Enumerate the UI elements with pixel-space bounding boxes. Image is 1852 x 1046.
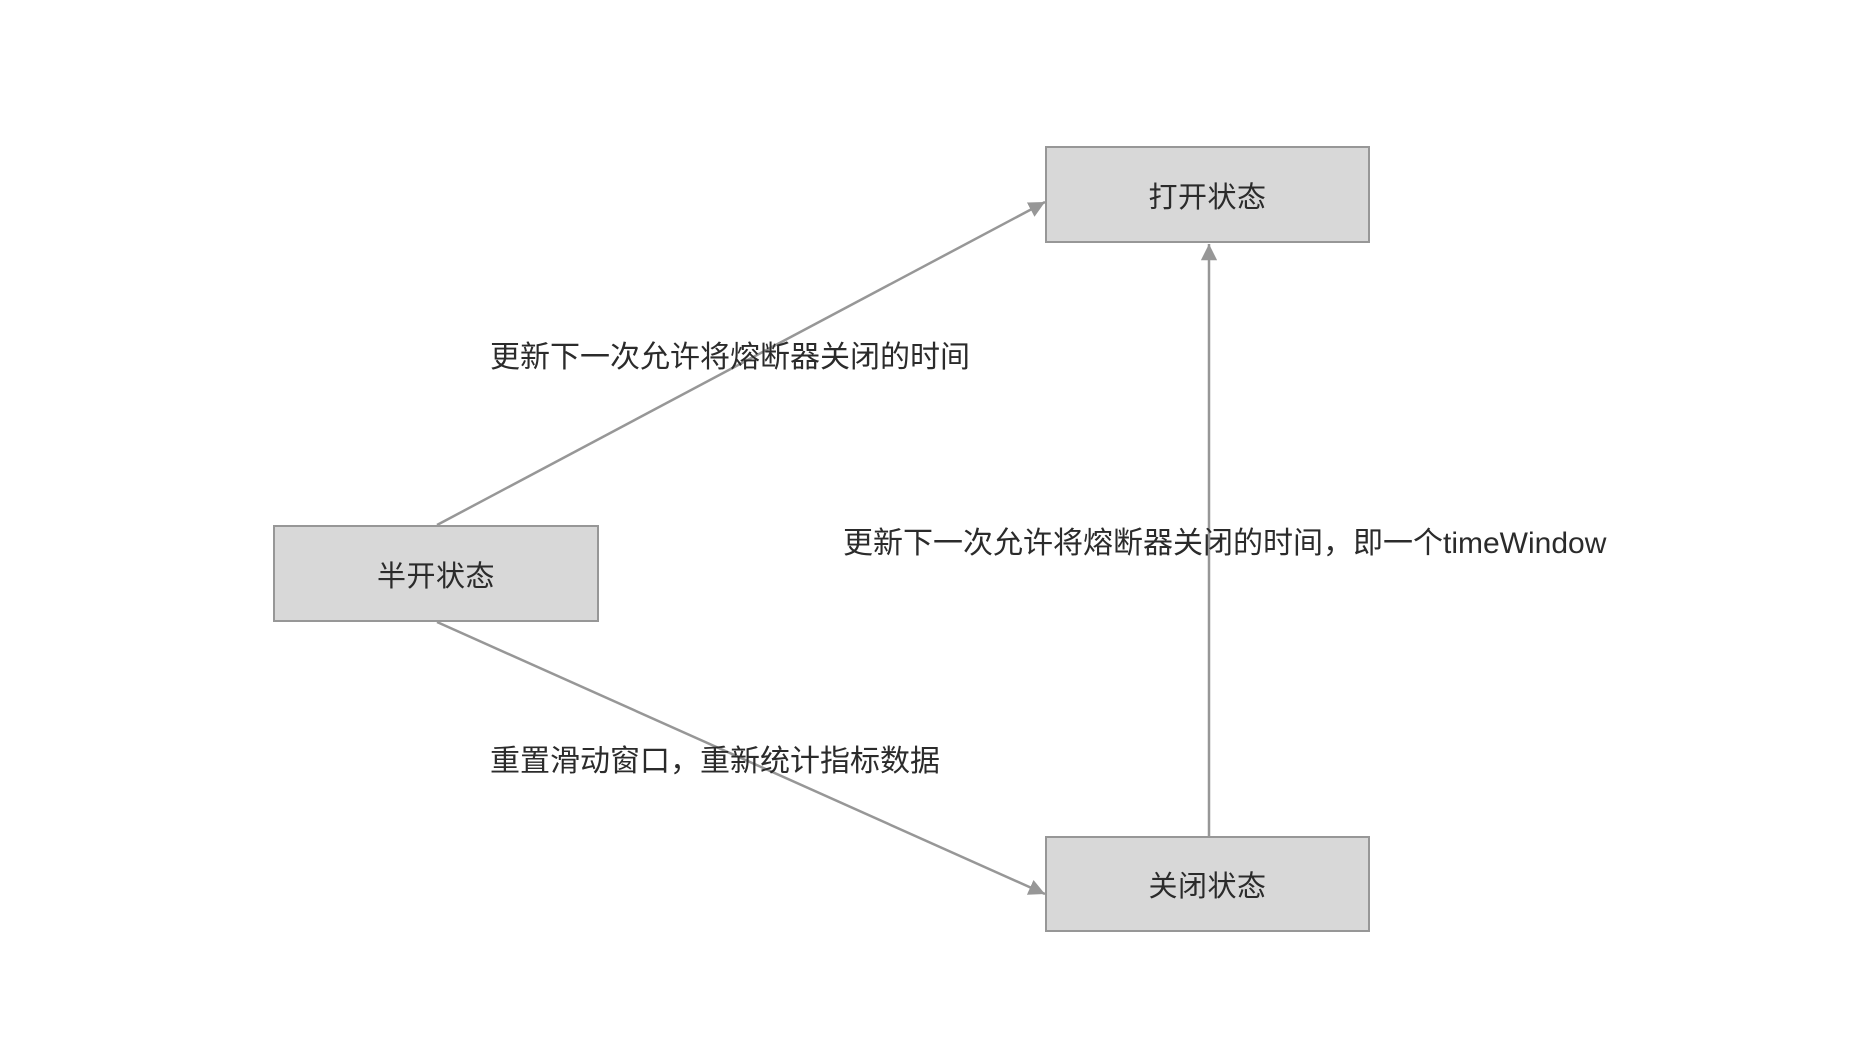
node-half-open-state: 半开状态 <box>273 525 599 622</box>
node-closed-state: 关闭状态 <box>1045 836 1370 932</box>
node-half-open-state-label: 半开状态 <box>376 560 495 593</box>
edge-label-half-open-to-closed: 重置滑动窗口，重新统计指标数据 <box>490 745 940 778</box>
node-closed-state-label: 关闭状态 <box>1148 871 1267 903</box>
node-open-state: 打开状态 <box>1045 146 1370 243</box>
edge-label-closed-to-open: 更新下一次允许将熔断器关闭的时间，即一个timeWindow <box>843 527 1607 560</box>
node-open-state-label: 打开状态 <box>1148 181 1267 214</box>
edge-half-open-to-closed <box>436 620 1046 896</box>
edge-label-half-open-to-open: 更新下一次允许将熔断器关闭的时间 <box>490 341 970 374</box>
edge-half-open-to-open <box>436 200 1046 527</box>
